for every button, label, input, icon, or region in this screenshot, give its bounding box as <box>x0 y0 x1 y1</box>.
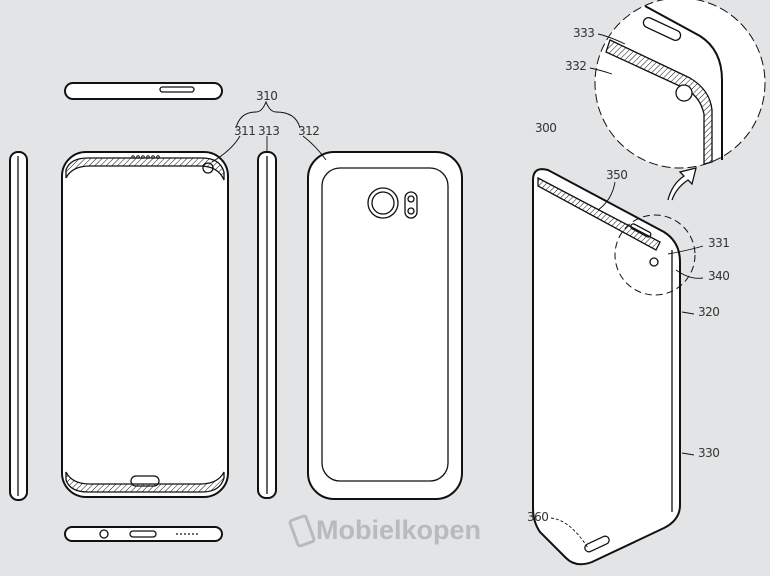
phone-logo-icon <box>287 512 317 549</box>
phone-perspective-view <box>532 168 696 566</box>
phone-right-side-view <box>257 151 277 499</box>
phone-left-side-view <box>9 151 28 501</box>
label-311: 311 <box>234 124 256 138</box>
label-313: 313 <box>258 124 280 138</box>
fingerprint-sensor <box>367 187 399 219</box>
label-333: 333 <box>573 26 595 40</box>
phone-top-view <box>64 82 223 100</box>
phone-front-view <box>61 151 229 498</box>
arrow-icon <box>667 167 697 201</box>
magnified-detail <box>594 0 766 201</box>
label-312: 312 <box>298 124 320 138</box>
phone-back-view <box>307 151 463 500</box>
label-331: 331 <box>708 236 730 250</box>
label-350: 350 <box>606 168 628 182</box>
label-300: 300 <box>535 121 557 135</box>
label-320: 320 <box>698 305 720 319</box>
label-330: 330 <box>698 446 720 460</box>
label-310: 310 <box>256 89 278 103</box>
label-332: 332 <box>565 59 587 73</box>
phone-bottom-view <box>64 526 223 542</box>
leader-lines <box>211 33 704 549</box>
home-button <box>130 475 160 487</box>
speaker-grille <box>131 155 160 159</box>
front-camera <box>202 162 214 174</box>
watermark: Mobielkopen <box>287 512 482 549</box>
watermark-text: Mobielkopen <box>316 515 482 545</box>
flash <box>404 191 418 219</box>
label-340: 340 <box>708 269 730 283</box>
label-360: 360 <box>527 510 549 524</box>
